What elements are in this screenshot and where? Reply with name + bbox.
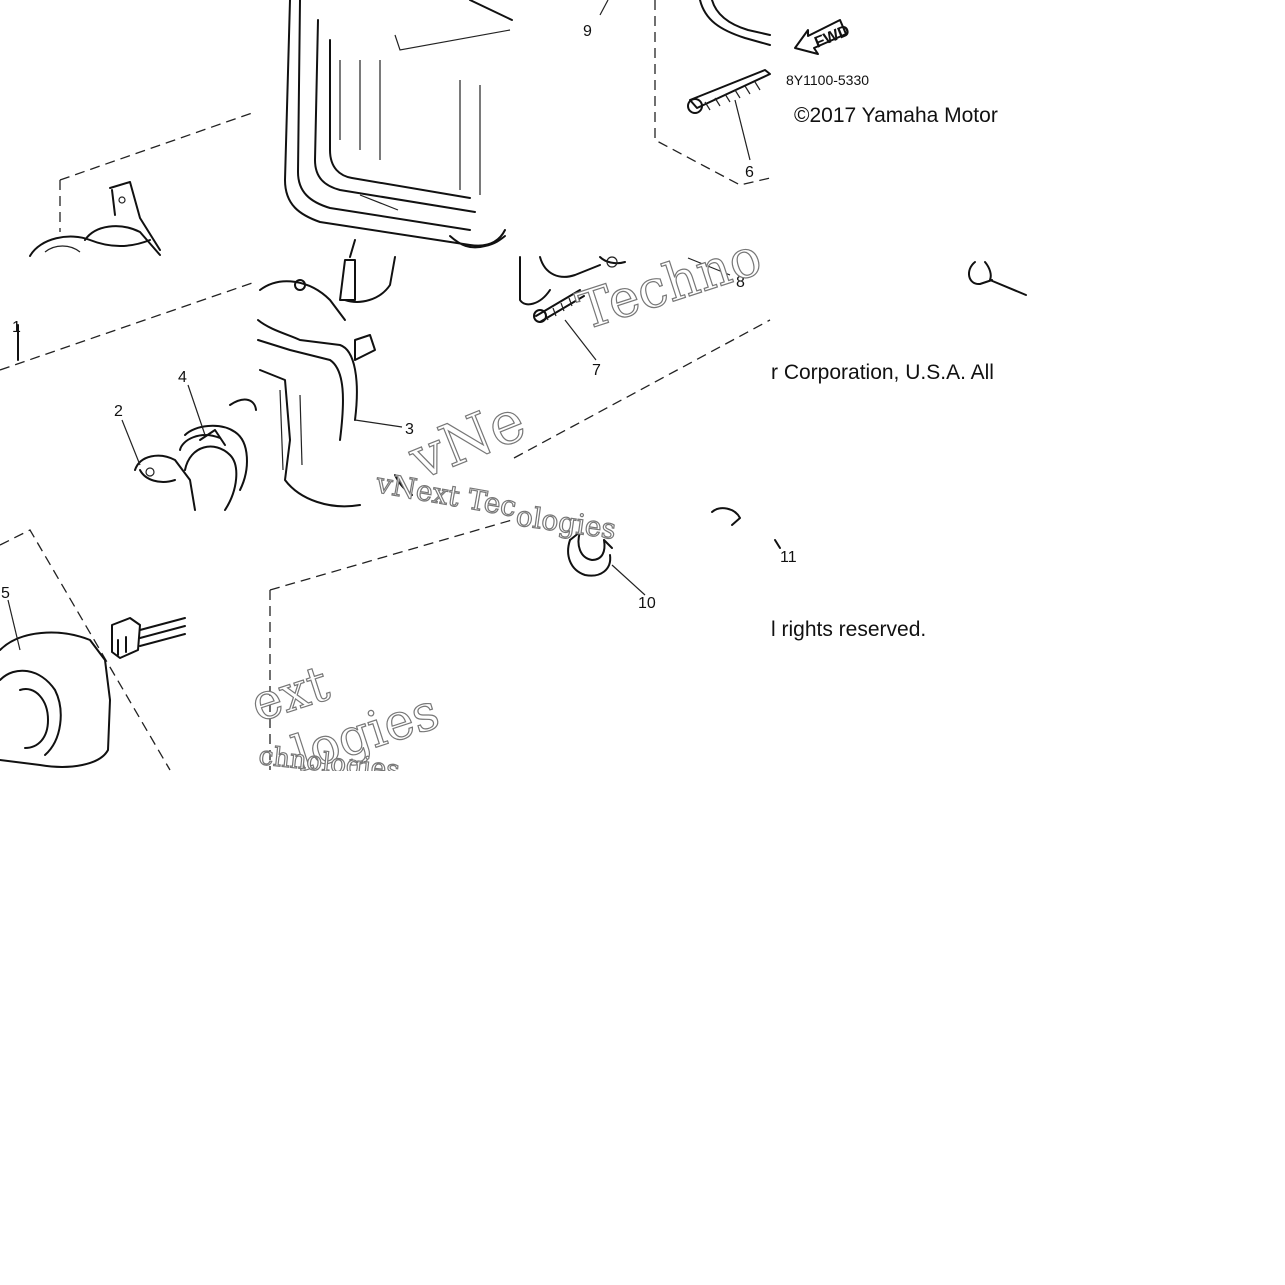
- watermark-fragment-a: Techno: [570, 227, 768, 342]
- copyright-line-3: l rights reserved.: [771, 618, 927, 642]
- cable-clamp: [567, 507, 781, 596]
- part-callouts: 9 6 8 7 1 2 4 3 5 10 11 FWD: [1, 22, 852, 612]
- fwd-arrow-label: FWD: [812, 22, 852, 51]
- adjusting-spring: [513, 256, 771, 459]
- callout-5: 5: [1, 585, 10, 602]
- callout-2: 2: [114, 403, 123, 420]
- callout-4: 4: [178, 369, 187, 386]
- callout-3: 3: [405, 421, 414, 438]
- callout-6: 6: [745, 164, 754, 181]
- copyright-line-1: ©2017 Yamaha Motor: [794, 104, 998, 128]
- diagram-code: 8Y1100-5330: [786, 72, 870, 88]
- socket-cover: [0, 529, 186, 771]
- screw-assembly: [599, 0, 771, 186]
- callout-9: 9: [583, 23, 592, 40]
- empty-region-right: [1028, 0, 1285, 771]
- headlight-housing-rear: [29, 111, 256, 257]
- watermark: Techno vNext Tec ologies vNe ext logies …: [243, 226, 769, 786]
- copyright-line-2: r Corporation, U.S.A. All: [771, 361, 994, 385]
- headlight-lens-unit: [284, 0, 513, 258]
- watermark-fragment-d: vNe: [399, 386, 535, 494]
- callout-1: 1: [12, 319, 21, 336]
- callout-11: 11: [780, 549, 797, 566]
- callout-10: 10: [638, 595, 656, 612]
- forward-direction-arrow: [794, 19, 847, 55]
- empty-region-bottom: [0, 771, 1285, 1285]
- callout-7: 7: [592, 362, 601, 379]
- wire-clip: [968, 261, 1027, 296]
- watermark-fragment-c: ologies: [514, 499, 618, 546]
- callout-8: 8: [736, 274, 745, 291]
- mounting-bracket-outline: [269, 519, 513, 770]
- bulb-socket-assembly: [0, 281, 257, 511]
- headlight-reflector: [257, 256, 413, 508]
